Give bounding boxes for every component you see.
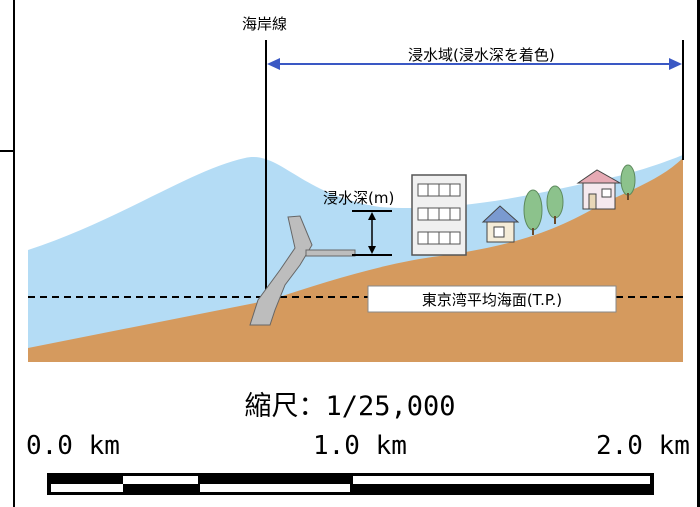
apartment-building (411, 174, 467, 256)
depth-arrow-head-bottom (368, 246, 376, 254)
scale-tick-2: 2.0 km (596, 431, 690, 461)
mean-sea-level-label: 東京湾平均海面(T.P.) (421, 291, 563, 309)
frame-left-border (13, 0, 15, 507)
inundation-depth-label: 浸水深(m) (323, 189, 395, 207)
tree-3 (620, 164, 636, 200)
pink-house (576, 169, 622, 210)
arrow-head-right (669, 58, 682, 70)
seawall-top (305, 249, 356, 257)
tree-2 (546, 185, 564, 224)
depth-arrow-head-top (368, 212, 376, 220)
tp-label-box (367, 285, 617, 313)
coastline-label: 海岸線 (242, 15, 288, 33)
arrow-head-left (267, 58, 280, 70)
frame-left-tick (0, 150, 15, 152)
inundation-area-label: 浸水域(浸水深を着色) (408, 46, 555, 64)
inundation-water (28, 155, 683, 362)
scale-title: 縮尺：1/25,000 (244, 391, 456, 422)
small-house (481, 205, 520, 243)
seawall (249, 215, 313, 326)
tree-1 (523, 189, 543, 235)
inundation-diagram (28, 40, 684, 362)
scale-tick-0: 0.0 km (26, 431, 120, 461)
scale-bar (47, 473, 654, 495)
frame-right-border (697, 0, 700, 507)
scale-tick-1: 1.0 km (313, 431, 407, 461)
